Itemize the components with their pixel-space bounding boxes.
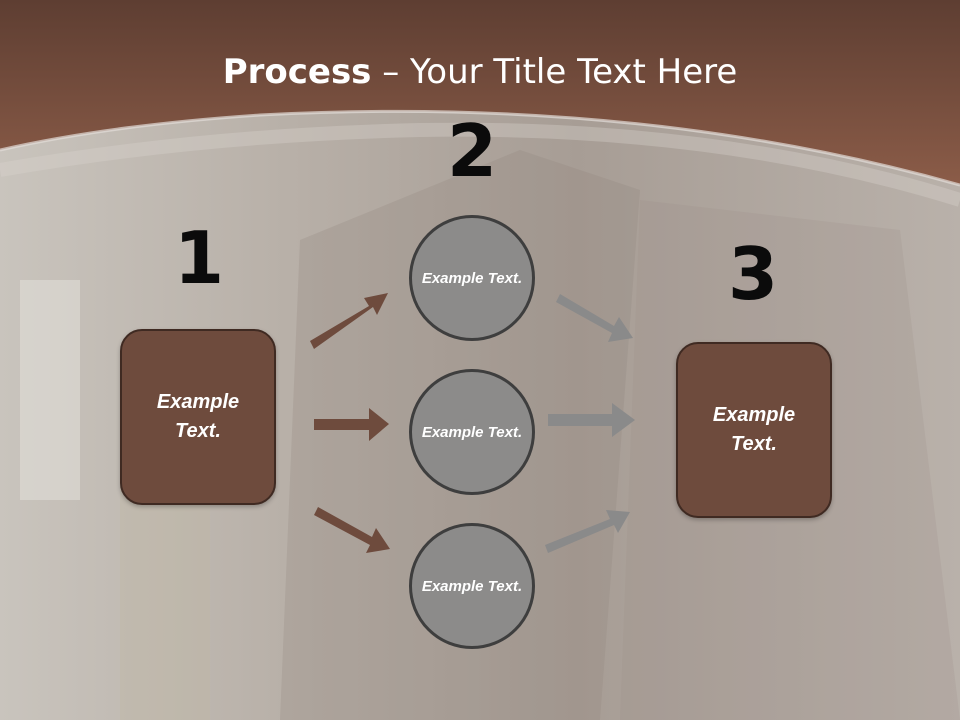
step-number-1: 1 — [173, 216, 225, 300]
slide-title: Process – Your Title Text Here — [0, 52, 960, 92]
arrow-1-to-2a — [310, 293, 388, 349]
title-bold: Process — [222, 52, 372, 92]
step-1-box: Example Text. — [120, 329, 276, 505]
step-3-box: Example Text. — [676, 342, 832, 518]
step-number-3: 3 — [727, 232, 779, 316]
step-2-text-3: Example Text. — [421, 577, 523, 595]
arrow-2a-to-3 — [556, 294, 633, 342]
arrow-1-to-2b — [314, 408, 389, 441]
arrow-2c-to-3 — [545, 510, 630, 553]
step-2-circle-3: Example Text. — [409, 523, 535, 649]
arrow-2b-to-3 — [548, 403, 635, 437]
step-2-text-1: Example Text. — [421, 269, 523, 287]
step-3-text: Example Text. — [712, 404, 796, 455]
arrow-1-to-2c — [314, 507, 390, 553]
step-2-text-2: Example Text. — [421, 423, 523, 441]
title-rest: – Your Title Text Here — [371, 52, 738, 92]
step-number-2: 2 — [446, 109, 498, 193]
step-2-circle-1: Example Text. — [409, 215, 535, 341]
step-1-text: Example Text. — [156, 391, 240, 442]
step-2-circle-2: Example Text. — [409, 369, 535, 495]
